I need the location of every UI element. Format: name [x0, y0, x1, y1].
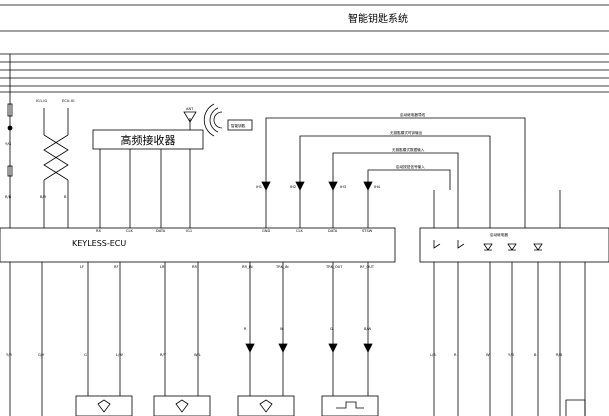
- svg-text:Y/G: Y/G: [5, 142, 11, 146]
- svg-text:R: R: [454, 353, 457, 357]
- antenna-group: ANT 智能钥匙: [183, 103, 253, 137]
- led-icon: [507, 243, 517, 251]
- start-relay-block: 启动继电器: [419, 190, 609, 263]
- svg-text:TRK_IN: TRK_IN: [275, 265, 289, 269]
- svg-text:G: G: [330, 327, 333, 331]
- svg-text:Y/B: Y/B: [508, 353, 514, 357]
- svg-text:IG1: IG1: [186, 229, 192, 233]
- svg-text:IG1-IG: IG1-IG: [36, 99, 47, 103]
- wireless-signal-icon: [203, 103, 223, 137]
- fuse-symbol: [7, 103, 13, 117]
- svg-text:RF_OUT: RF_OUT: [360, 265, 375, 269]
- smart-key-box: [227, 119, 253, 131]
- svg-text:IH4: IH4: [374, 185, 381, 189]
- antenna-box-lr: [153, 395, 211, 416]
- splice-dot: [7, 125, 13, 131]
- svg-text:IH3: IH3: [340, 185, 346, 189]
- fuse-symbol: [7, 165, 13, 177]
- antenna-box-lf: [75, 395, 133, 416]
- svg-text:智能钥匙: 智能钥匙: [231, 123, 246, 128]
- signal-lines: 启动继电器导线 无钥匙模式时钟输出 无钥匙模式数据输入 启动按钮信号输入: [265, 112, 526, 190]
- svg-text:L/B: L/B: [430, 353, 436, 357]
- ecu-bottom-wires: LF RF LR RR RR_IN TRK_IN TRK_OUT RF_OUT: [9, 262, 586, 416]
- relay-switch: [433, 240, 441, 249]
- svg-text:G: G: [84, 353, 87, 357]
- ecu-top-connectors: IH1 IH2 IH3 IH4: [256, 180, 381, 228]
- svg-text:ANT: ANT: [186, 107, 194, 111]
- twisted-pair: IG1-IG ECU-IG B/R B: [36, 99, 75, 228]
- svg-text:RR: RR: [192, 265, 197, 269]
- lower-connectors: R W G B/W: [244, 327, 373, 353]
- svg-text:W: W: [280, 327, 284, 331]
- svg-text:R/B: R/B: [5, 195, 12, 199]
- bottom-antennas: [75, 395, 586, 416]
- svg-text:LF: LF: [80, 265, 84, 269]
- svg-text:B: B: [64, 195, 67, 199]
- svg-text:G/Y: G/Y: [38, 353, 45, 357]
- svg-text:ECU-IG: ECU-IG: [62, 99, 75, 103]
- left-fuse-chain: Y/G R/B: [5, 54, 13, 228]
- antenna-box-trunk: [321, 395, 379, 416]
- svg-text:IH1: IH1: [256, 185, 262, 189]
- antenna-box-rr: [237, 395, 295, 416]
- svg-text:W: W: [486, 353, 490, 357]
- power-bus: [0, 53, 609, 93]
- signal-label-2: 无钥匙模式时钟输出: [390, 130, 423, 135]
- svg-text:启动继电器: 启动继电器: [490, 232, 508, 237]
- led-icon: [533, 243, 543, 251]
- svg-text:B: B: [534, 353, 537, 357]
- svg-text:W/L: W/L: [194, 353, 201, 357]
- svg-text:B/R: B/R: [40, 195, 47, 199]
- svg-text:R: R: [244, 327, 247, 331]
- diagram-title: 智能钥匙系统: [348, 12, 408, 25]
- keyless-ecu: KEYLESS-ECU RX CLK DATA IG1 GND CLK DATA…: [0, 227, 396, 263]
- bracket: [565, 399, 586, 416]
- svg-text:STSW: STSW: [362, 229, 373, 233]
- svg-text:TRK_OUT: TRK_OUT: [325, 265, 343, 269]
- svg-text:L/W: L/W: [116, 353, 123, 357]
- title-strip: 智能钥匙系统: [0, 4, 609, 32]
- signal-label-3: 无钥匙模式数据输入: [392, 147, 425, 152]
- svg-text:R/B: R/B: [556, 353, 563, 357]
- svg-text:CLK: CLK: [296, 229, 304, 233]
- ecu-label: KEYLESS-ECU: [72, 239, 126, 248]
- led-icon: [483, 243, 493, 251]
- svg-text:RR_IN: RR_IN: [242, 265, 253, 269]
- svg-text:DATA: DATA: [156, 229, 166, 233]
- svg-text:GND: GND: [262, 229, 270, 233]
- svg-text:RF: RF: [114, 265, 119, 269]
- svg-text:CLK: CLK: [126, 229, 134, 233]
- svg-text:B/W: B/W: [364, 327, 372, 331]
- svg-text:RX: RX: [96, 229, 101, 233]
- svg-text:IH2: IH2: [290, 185, 296, 189]
- svg-text:Y/R: Y/R: [6, 353, 12, 357]
- bottom-wire-labels: Y/R G/Y G L/W R/Y W/L L/B R W Y/B B R/B: [6, 353, 563, 357]
- antenna-icon: [183, 111, 197, 123]
- svg-text:R/Y: R/Y: [160, 353, 167, 357]
- receiver-block: 高频接收器: [92, 129, 204, 228]
- svg-text:DATA: DATA: [328, 229, 338, 233]
- svg-text:LR: LR: [160, 265, 165, 269]
- relay-switch: [457, 240, 465, 249]
- signal-label-4: 启动按钮信号输入: [396, 164, 425, 169]
- receiver-label: 高频接收器: [121, 133, 176, 147]
- signal-label-1: 启动继电器导线: [400, 112, 426, 117]
